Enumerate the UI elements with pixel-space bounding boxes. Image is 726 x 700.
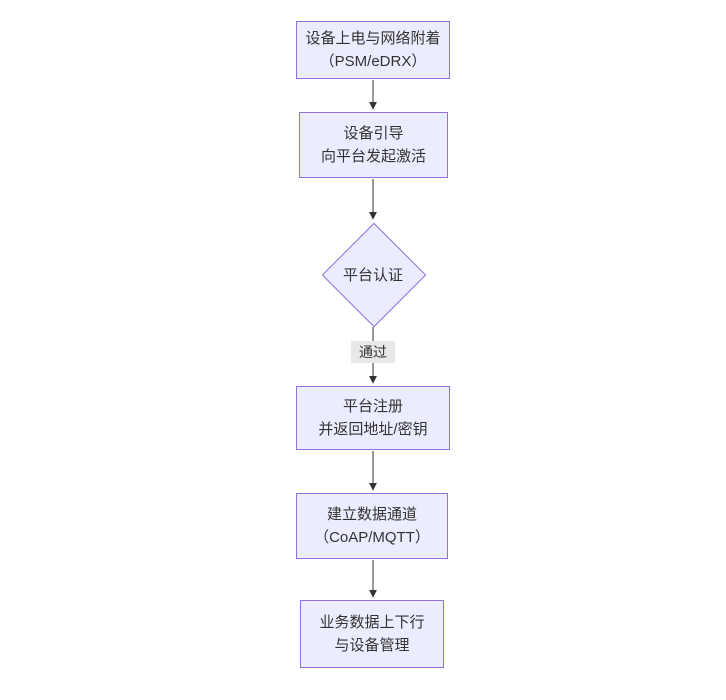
- node-register-line2: 并返回地址/密钥: [318, 421, 428, 438]
- node-business-data: 业务数据上下行 与设备管理: [300, 600, 444, 668]
- node-register: 平台注册 并返回地址/密钥: [296, 386, 450, 450]
- node-bootstrap-line1: 设备引导: [343, 125, 404, 142]
- node-data-channel-line1: 建立数据通道: [326, 506, 417, 523]
- node-bootstrap-line2: 向平台发起激活: [320, 148, 426, 165]
- node-power-on-line1: 设备上电与网络附着: [305, 30, 441, 47]
- node-power-on-line2: （PSM/eDRX）: [319, 53, 427, 70]
- node-platform-auth: 平台认证: [323, 222, 423, 326]
- node-data-channel-line2: （CoAP/MQTT）: [314, 529, 430, 546]
- edge-label-pass: 通过: [351, 341, 395, 363]
- node-bootstrap: 设备引导 向平台发起激活: [299, 112, 448, 178]
- node-platform-auth-label: 平台认证: [342, 266, 403, 284]
- node-power-on: 设备上电与网络附着 （PSM/eDRX）: [296, 21, 450, 79]
- node-business-data-line2: 与设备管理: [334, 637, 410, 654]
- node-data-channel: 建立数据通道 （CoAP/MQTT）: [296, 493, 448, 559]
- node-register-line1: 平台注册: [342, 398, 403, 415]
- node-business-data-line1: 业务数据上下行: [319, 614, 425, 631]
